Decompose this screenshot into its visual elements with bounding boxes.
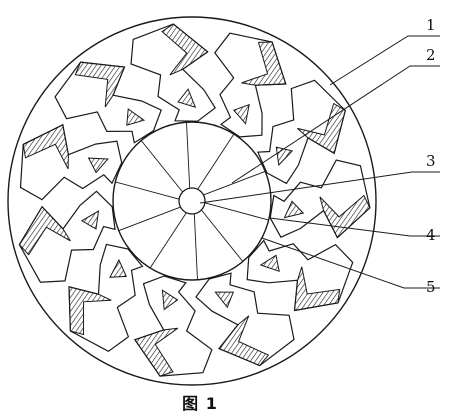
blade-hatch (18, 205, 71, 256)
blade-hatch (293, 266, 341, 312)
outer-rim (7, 16, 377, 386)
hub-spoke (203, 170, 266, 196)
blade-root-triangle (126, 108, 146, 126)
hub-spoke (197, 133, 235, 190)
leader-lines (199, 35, 440, 289)
blade (269, 159, 371, 239)
blade-hatch (74, 61, 126, 108)
hub-spoke (118, 206, 181, 232)
blade-group (18, 23, 371, 377)
blade-hatch (22, 124, 69, 170)
blade-root-triangle (177, 88, 197, 108)
blade (130, 23, 217, 122)
leader-3 (199, 171, 440, 204)
blade (214, 32, 287, 138)
blade (18, 190, 116, 283)
blade (68, 243, 144, 353)
blade-outline (19, 123, 123, 201)
blade (246, 239, 354, 312)
leader-5 (261, 237, 440, 289)
blade (54, 61, 162, 144)
callout-1: 1 (426, 16, 436, 34)
blade (133, 275, 213, 377)
hub-spoke (140, 140, 183, 193)
hub-spokes (115, 122, 269, 280)
hub-spoke (149, 212, 187, 269)
figure-caption: 图 1 (182, 394, 218, 413)
hub-spoke (115, 181, 180, 200)
blade-outline (214, 32, 287, 138)
hub-spoke (186, 122, 191, 189)
leader-2 (231, 65, 440, 184)
blade-root-triangle (232, 103, 250, 125)
blade-root-triangle (283, 200, 305, 219)
callout-2: 2 (426, 46, 436, 64)
blade-root-triangle (259, 254, 280, 273)
blade-root-triangle (80, 210, 100, 230)
callout-4: 4 (426, 226, 436, 244)
blade (19, 123, 123, 201)
blade-root-triangle (161, 289, 179, 311)
callout-3: 3 (426, 152, 436, 170)
blade-hatch (218, 315, 270, 367)
blade-hatch (161, 23, 209, 76)
hub-spoke (204, 202, 269, 221)
blade-root-triangle (109, 258, 128, 278)
callout-5: 5 (426, 278, 436, 296)
blade-root-triangle (87, 157, 109, 174)
blade-hatch (68, 286, 112, 336)
hub-spoke (201, 209, 244, 262)
hub-spoke (193, 213, 198, 280)
shaft-bore (178, 187, 206, 215)
blade-root-triangle (214, 291, 235, 309)
leader-1 (329, 35, 440, 86)
blade-hatch (241, 41, 287, 86)
blade (195, 272, 295, 367)
blade-hatch (134, 327, 179, 377)
leader-4 (269, 217, 440, 237)
blade-hatch (319, 194, 371, 239)
